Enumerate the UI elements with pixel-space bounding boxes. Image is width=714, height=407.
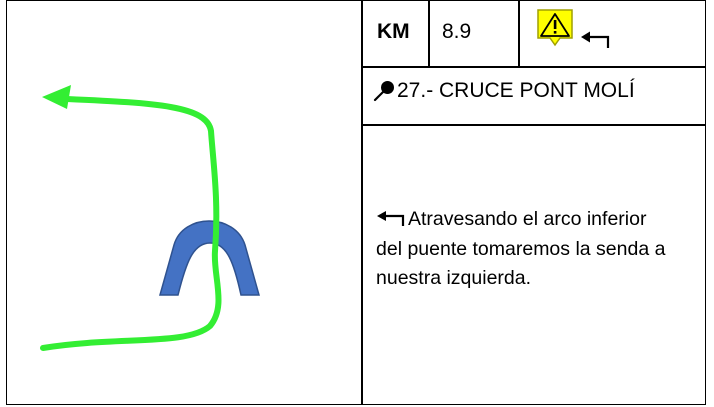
route-line: [40, 96, 222, 351]
waypoint-name: 27.- CRUCE PONT MOLÍ: [397, 79, 635, 102]
turn-left-arrow-icon: [377, 211, 405, 226]
roadbook-card: [6, 0, 706, 405]
instruction-text: Atravesando el arco inferior del puente …: [376, 205, 676, 294]
turn-left-arrow-icon: [581, 31, 610, 48]
bridge-arch: [159, 220, 260, 296]
km-label: KM: [377, 20, 410, 43]
cell-divider: [518, 0, 520, 66]
instruction-body: Atravesando el arco inferior del puente …: [376, 208, 666, 289]
cell-divider: [428, 0, 430, 66]
waypoint-title: 27.- CRUCE PONT MOLÍ: [373, 79, 635, 103]
map-pin-icon: [373, 81, 394, 102]
route-arrowhead: [42, 85, 71, 109]
km-value: 8.9: [442, 20, 472, 43]
route-sketch: [40, 85, 260, 351]
row-divider: [361, 124, 706, 126]
column-divider: [361, 0, 363, 405]
row-divider: [361, 66, 706, 68]
warning-triangle-icon: [537, 9, 573, 47]
